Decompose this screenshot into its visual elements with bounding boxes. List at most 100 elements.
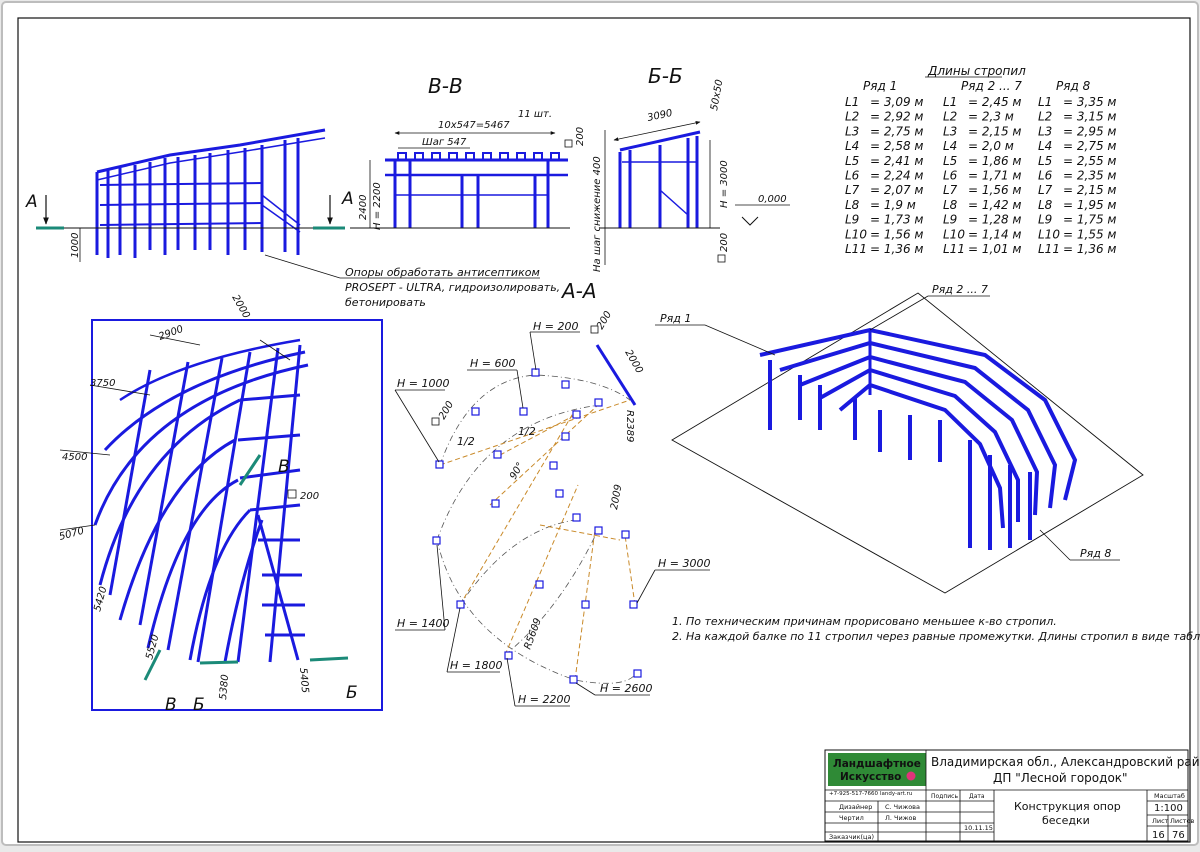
- rafters-table: Длины стропил Ряд 1L1= 3,09 мL2= 2,92 мL…: [845, 64, 1116, 256]
- section-bb-height-h: H = 3000: [719, 160, 730, 208]
- section-bb-level-mark: 0,000: [758, 194, 787, 205]
- section-aa-leaders: [394, 331, 710, 707]
- rafter-length: = 1,42 м: [968, 198, 1021, 212]
- rafter-length: = 1,9 м: [870, 198, 916, 212]
- section-aa-geometry: [436, 344, 639, 684]
- rafter-length: = 3,09 м: [870, 95, 923, 109]
- plan-label-b-left: Б: [193, 695, 205, 715]
- aa-h-2200: H = 2200: [518, 693, 570, 706]
- rafter-length: = 1,56 м: [870, 227, 923, 241]
- drawing-title-line-1: Конструкция опор: [1014, 800, 1121, 813]
- rafter-label: L1: [1038, 95, 1052, 109]
- rafter-length: = 2,15 м: [968, 124, 1021, 138]
- aa-r-2389: R2389: [624, 410, 635, 442]
- rafter-label: L11: [1038, 242, 1060, 256]
- rafter-length: = 2,95 м: [1063, 124, 1116, 138]
- rafter-length: = 2,07 м: [870, 183, 923, 197]
- rafter-label: L2: [1038, 110, 1052, 124]
- section-label-a-left: А: [25, 192, 38, 212]
- col-date-header: Дата: [969, 793, 985, 800]
- rafter-label: L7: [1038, 183, 1053, 197]
- rafter-length: = 2,75 м: [870, 124, 923, 138]
- aa-half-2: 1/2: [518, 425, 536, 438]
- rafter-length: = 2,58 м: [870, 139, 923, 153]
- rafters-columns: Ряд 1L1= 3,09 мL2= 2,92 мL3= 2,75 мL4= 2…: [845, 79, 1116, 256]
- rafter-label: L10: [845, 227, 867, 241]
- contact-site: landy-art.ru: [880, 791, 912, 797]
- rafter-label: L6: [943, 169, 958, 183]
- plan-label-v-bottom: В: [165, 695, 177, 715]
- rafter-label: L6: [1038, 169, 1053, 183]
- plan-dim-5405: 5405: [297, 667, 310, 693]
- plan-label-b-right: Б: [346, 683, 358, 703]
- section-vv-title: В-В: [428, 74, 463, 98]
- logo-line-2: Искусство: [840, 771, 901, 783]
- section-marker-v-bottom: [143, 649, 162, 681]
- rafter-length: = 1,75 м: [1063, 213, 1116, 227]
- aa-h-600: H = 600: [470, 357, 515, 370]
- rafter-label: L5: [845, 154, 859, 168]
- rafter-label: L3: [1038, 124, 1052, 138]
- iso-label-row1: Ряд 1: [660, 312, 691, 325]
- section-marker-b-left: [199, 660, 239, 665]
- rafter-length: = 1,28 м: [968, 213, 1021, 227]
- section-vv-height-2400: 2400: [358, 195, 369, 220]
- note-leader: [264, 254, 341, 279]
- note-line-1: Опоры обработать антисептиком: [345, 266, 540, 279]
- rafter-label: L4: [943, 139, 957, 153]
- rafter-label: L5: [943, 154, 957, 168]
- rafter-label: L3: [845, 124, 859, 138]
- rafter-length: = 1,71 м: [968, 169, 1021, 183]
- rafter-label: L11: [943, 242, 965, 256]
- rafters-column-header: Ряд 8: [1056, 79, 1091, 93]
- role-designer: Дизайнер: [839, 803, 872, 811]
- rafter-length: = 2,41 м: [870, 154, 923, 168]
- sheet-label: Лист: [1152, 817, 1169, 825]
- rafter-length: = 2,0 м: [968, 139, 1014, 153]
- scale-label: Масштаб: [1154, 792, 1185, 800]
- rafters-column-header: Ряд 1: [863, 79, 897, 93]
- rafter-length: = 2,35 м: [1063, 169, 1116, 183]
- logo-plate: [828, 753, 926, 786]
- rafter-label: L5: [1038, 154, 1052, 168]
- rafter-length: = 1,36 м: [1063, 242, 1116, 256]
- rafter-label: L6: [845, 169, 860, 183]
- front-view: [95, 128, 326, 258]
- base-square-icon: [717, 254, 726, 263]
- aa-h-1400: H = 1400: [397, 617, 449, 630]
- aa-h-1000: H = 1000: [397, 377, 449, 390]
- name-designer: С. Чижова: [885, 803, 920, 811]
- rafter-length: = 1,73 м: [870, 213, 923, 227]
- sheet-frame: [17, 17, 1191, 843]
- section-marker-v-top: [238, 454, 262, 486]
- rafter-length: = 3,35 м: [1063, 95, 1116, 109]
- rafter-label: L4: [1038, 139, 1052, 153]
- aa-h-3000: H = 3000: [658, 557, 710, 570]
- aa-h-2600: H = 2600: [600, 682, 652, 695]
- rafter-label: L7: [943, 183, 958, 197]
- rafter-length: = 2,3 м: [968, 110, 1014, 124]
- sheet-value: 16: [1152, 830, 1165, 841]
- rafter-label: L3: [943, 124, 957, 138]
- aa-half-1: 1/2: [457, 435, 475, 448]
- plan-label-v-top: В: [278, 457, 290, 477]
- rafter-label: L9: [943, 213, 957, 227]
- aa-square-icon-top: [590, 325, 599, 334]
- section-bb-length-dim: [613, 121, 701, 141]
- logo-dot-icon: [906, 771, 916, 781]
- title-block: Ландшафтное Искусство +7-925-517-7660 la…: [824, 749, 1200, 842]
- plan-dim-3750: 3750: [90, 378, 115, 389]
- col-sign-header: Подпись: [931, 793, 958, 800]
- section-vv-step-text: Шаг 547: [422, 137, 467, 148]
- rafter-length: = 2,55 м: [1063, 154, 1116, 168]
- plan-dim-5380: 5380: [218, 674, 231, 700]
- rafter-label: L8: [845, 198, 860, 212]
- aa-d-2009: 2009: [609, 484, 624, 511]
- rafter-length: = 1,55 м: [1063, 227, 1116, 241]
- contact-phone: +7-925-517-7660: [829, 791, 879, 797]
- project-line-2: ДП "Лесной городок": [993, 771, 1128, 785]
- iso-label-row8: Ряд 8: [1080, 547, 1111, 560]
- section-vv-height-h: H = 2200: [372, 182, 383, 230]
- rafter-length: = 1,14 м: [968, 227, 1021, 241]
